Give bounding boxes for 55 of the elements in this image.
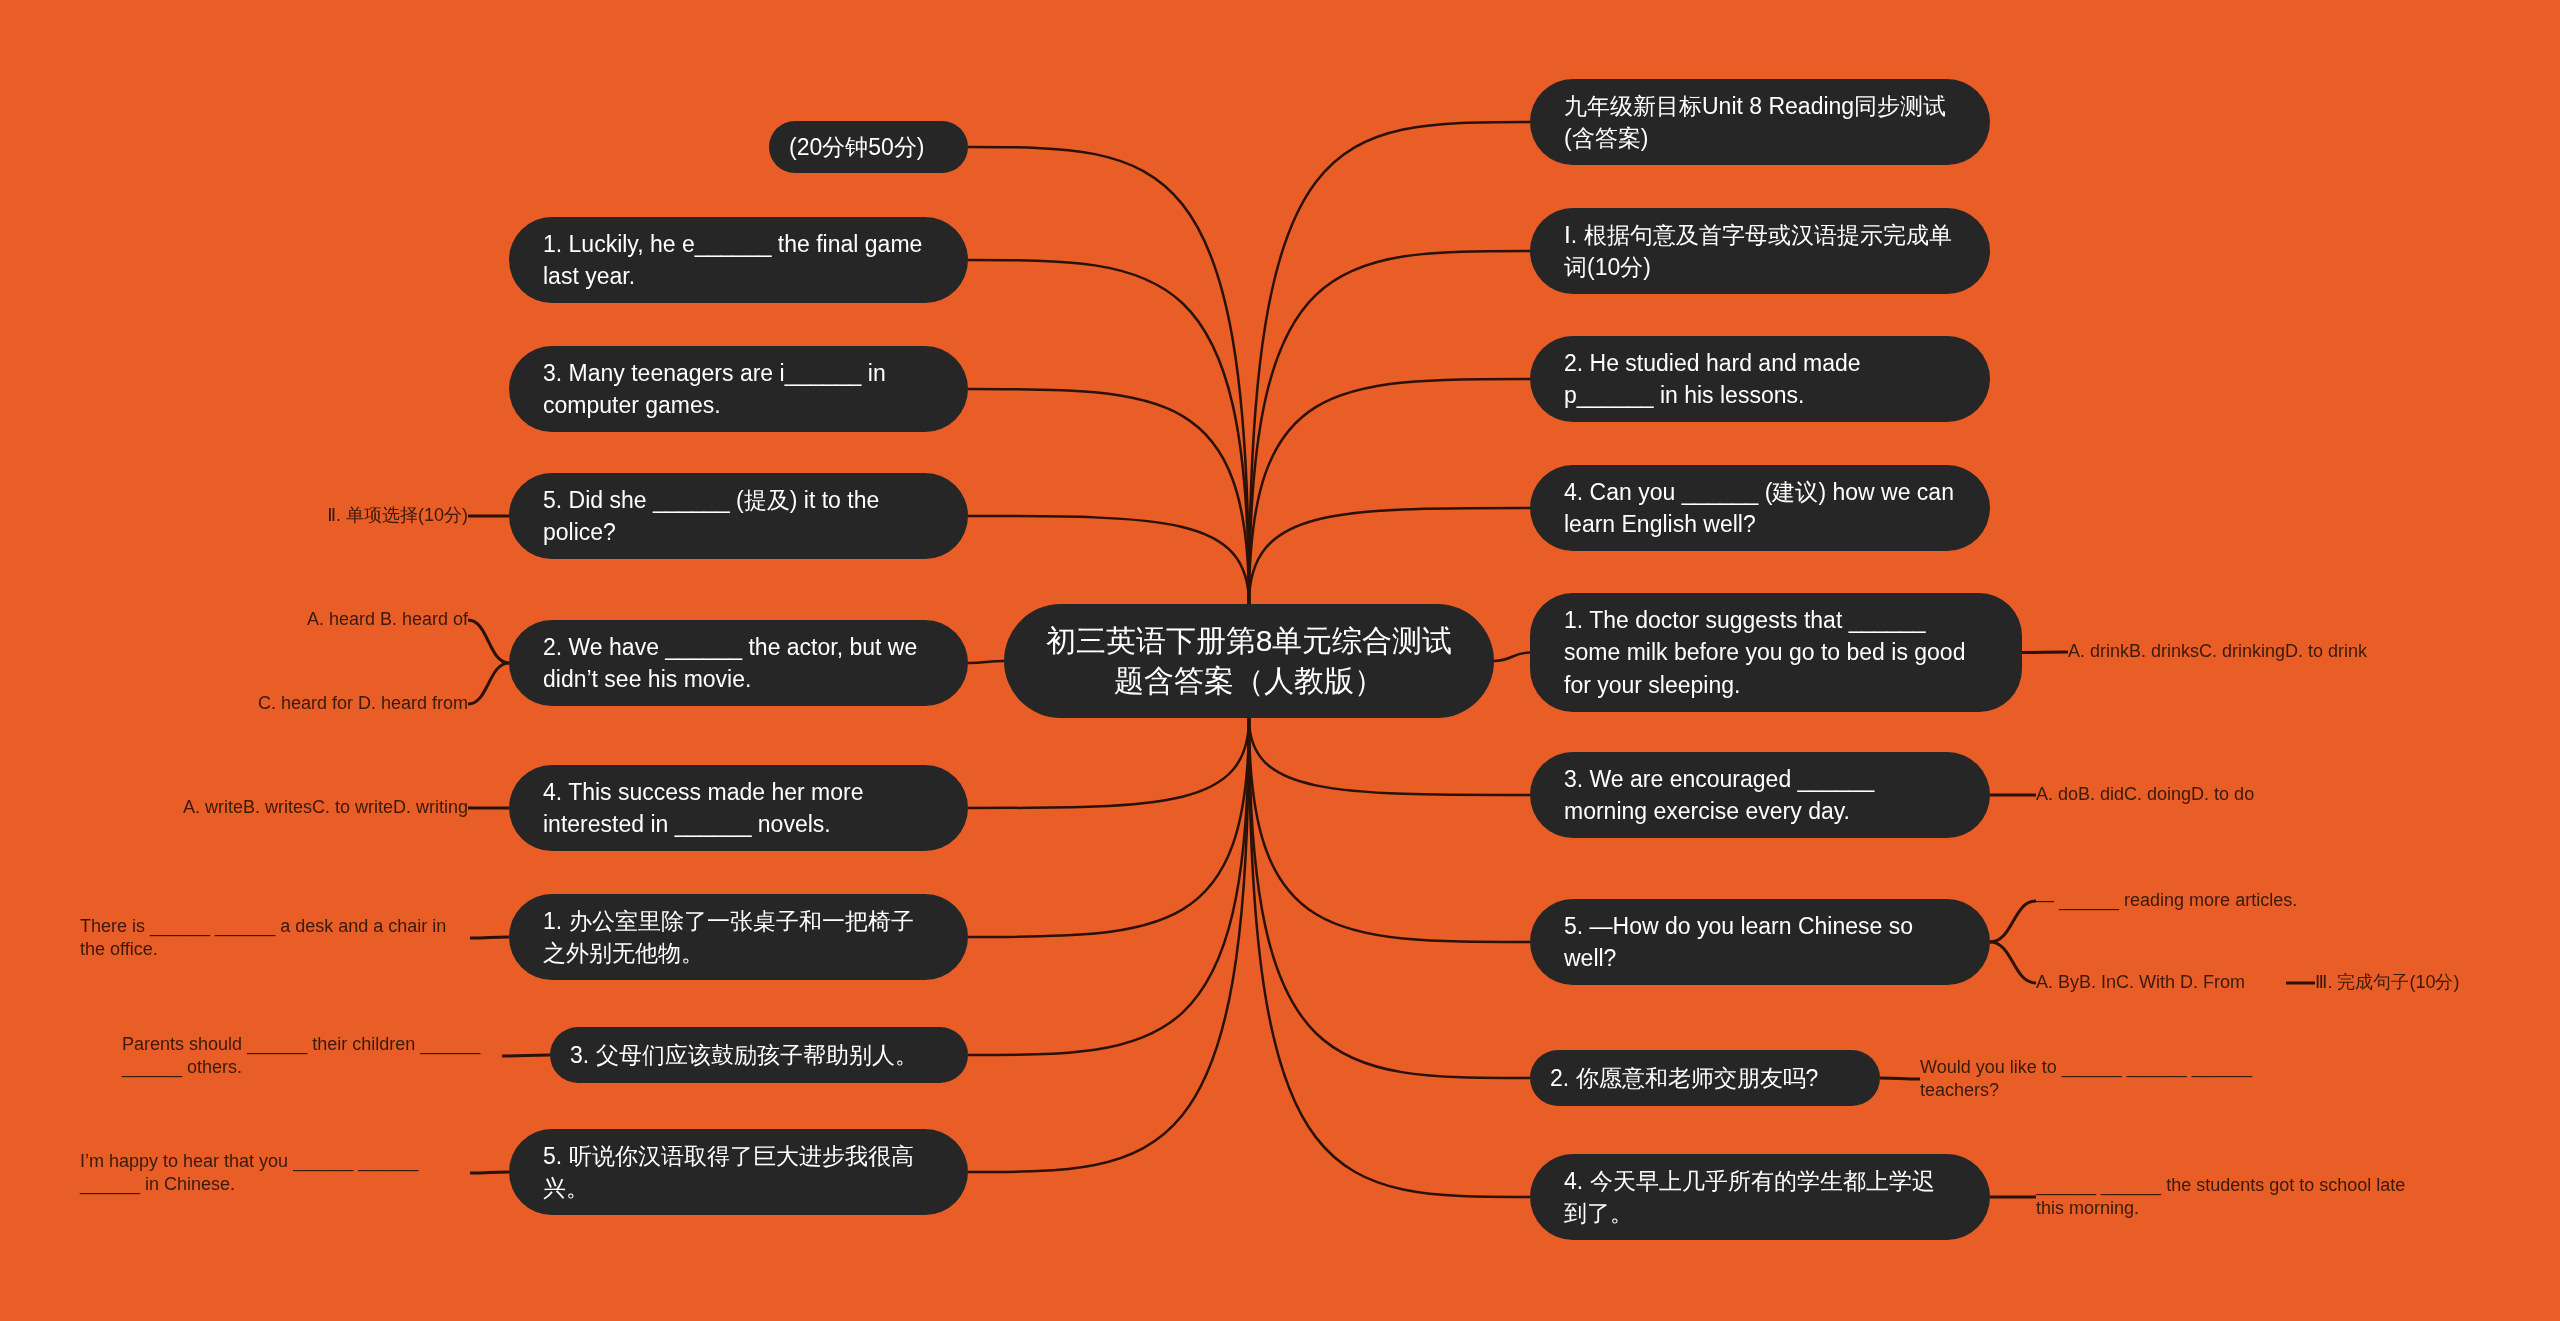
connector-line — [470, 935, 509, 940]
answer-text: A. doB. didC. doingD. to do — [2036, 783, 2255, 807]
answer-text: A. writeB. writesC. to writeD. writing — [182, 796, 468, 820]
connector-line — [467, 618, 510, 665]
answer-text: A. drinkB. drinksC. drinkingD. to drink — [2068, 640, 2368, 664]
topic-text: 初三英语下册第8单元综合测试题含答案（人教版） — [1044, 622, 1454, 699]
connector-line — [467, 661, 510, 706]
topic-text: 3. 父母们应该鼓励孩子帮助别人。 — [570, 1040, 918, 1070]
topic-text: 4. 今天早上几乎所有的学生都上学迟到了。 — [1564, 1166, 1936, 1228]
answer-text: A. ByB. InC. With D. From — [2036, 971, 2246, 995]
answer-text: A. heard B. heard of — [306, 608, 468, 632]
connector-line — [1247, 718, 1530, 1199]
topic-text: 3. We are encouraged ______ morning exercise every day. — [1564, 764, 1876, 826]
answer-text: I’m happy to hear that you ______ ______ ______ in Chinese. — [80, 1149, 420, 1197]
answer-text: Parents should ______ their children ______ ______ others. — [122, 1032, 482, 1080]
topic-text: 5. —How do you learn Chinese so well? — [1564, 911, 1915, 973]
topic-text: Ⅰ. 根据句意及首字母或汉语提示完成单词(10分) — [1564, 220, 1953, 282]
topic-text: 1. 办公室里除了一张桌子和一把椅子之外别无他物。 — [543, 906, 915, 968]
topic-text: 2. 你愿意和老师交朋友吗? — [1550, 1063, 1819, 1093]
answer-text: C. heard for D. heard from — [257, 692, 468, 716]
answer-text: — ______ reading more articles. — [2036, 889, 2298, 913]
connector-line — [468, 514, 509, 518]
topic-text: 九年级新目标Unit 8 Reading同步测试(含答案) — [1564, 91, 1948, 153]
topic-text: 1. The doctor suggests that ______ some milk before you go to bed is good for your sleeping. — [1564, 606, 1967, 700]
topic-text: 3. Many teenagers are i______ in computer games. — [543, 358, 887, 420]
topic-text: 2. We have ______ the actor, but we didn’t see his movie. — [543, 632, 919, 694]
connector-line — [968, 659, 1004, 665]
topic-text: (20分钟50分) — [789, 132, 925, 162]
connector-line — [2022, 650, 2068, 654]
answer-text: Would you like to ______ ______ ______ teachers? — [1920, 1055, 2254, 1102]
connector-line — [502, 1053, 550, 1058]
topic-text: 4. Can you ______ (建议) how we can learn English well? — [1564, 477, 1955, 539]
topic-text: 4. This success made her more interested in ______ novels. — [543, 777, 865, 839]
topic-text: 5. 听说你汉语取得了巨大进步我很高兴。 — [543, 1141, 915, 1203]
connector-line — [1989, 899, 2037, 944]
connector-line — [1990, 793, 2036, 797]
topic-text: 5. Did she ______ (提及) it to the police? — [543, 485, 881, 547]
topic-pill — [1530, 1050, 1880, 1106]
answer-text: There is ______ ______ a desk and a chair in the office. — [80, 914, 448, 961]
topic-pill — [1530, 593, 2022, 712]
connector-line — [468, 806, 509, 810]
topic-pill — [769, 121, 968, 173]
answer-text: Ⅲ. 完成句子(10分) — [2315, 971, 2460, 995]
connector-line — [1990, 1195, 2036, 1199]
connector-line — [1989, 940, 2037, 985]
connector-line — [2286, 981, 2315, 985]
answer-text: ______ ______ the students got to school late this morning. — [2036, 1173, 2407, 1220]
topic-pill — [550, 1027, 968, 1083]
connector-line — [1493, 651, 1531, 663]
topic-text: 1. Luckily, he e______ the final game last year. — [543, 229, 924, 291]
connector-line — [1880, 1076, 1920, 1081]
connector-line — [470, 1170, 509, 1175]
topic-text: 2. He studied hard and made p______ in his lessons. — [1564, 348, 1862, 410]
answer-text: Ⅱ. 单项选择(10分) — [327, 504, 468, 528]
connector-line — [1247, 506, 1530, 605]
